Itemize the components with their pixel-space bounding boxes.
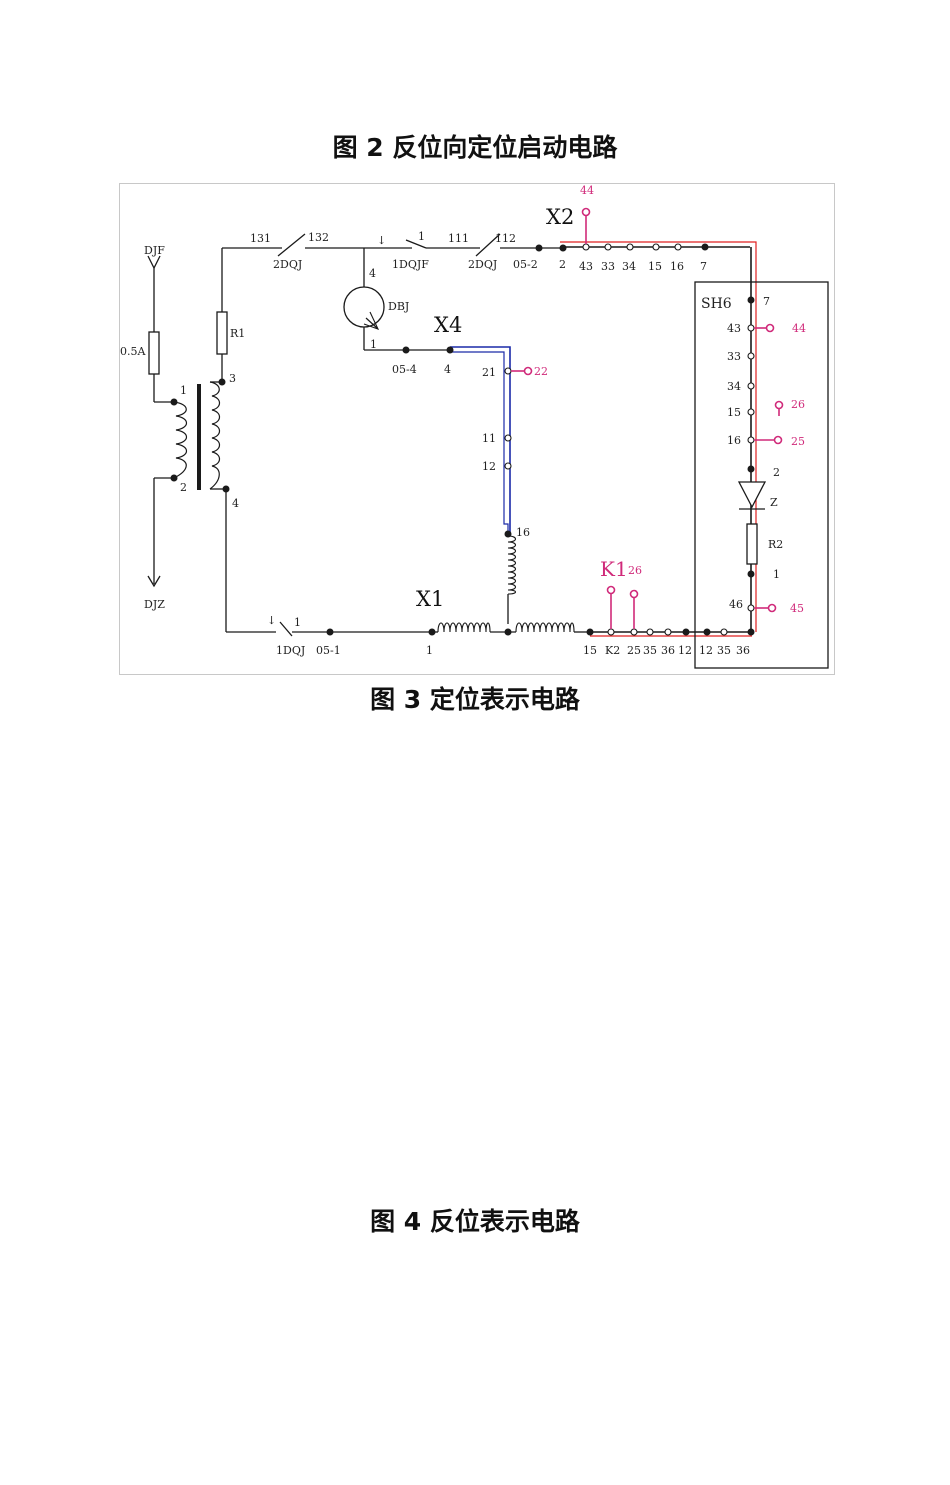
figure-2-caption: 图 2 反位向定位启动电路 (332, 133, 618, 162)
fuse (148, 331, 160, 375)
label-x2-16: 16 (670, 260, 684, 273)
label-r2: R2 (768, 538, 783, 551)
red-path-highlight (560, 241, 757, 637)
label-sh6-15: 15 (727, 406, 741, 419)
label-sh6-33: 33 (727, 350, 741, 363)
transformer (173, 381, 221, 490)
wires (147, 233, 590, 637)
label-132: 132 (308, 231, 329, 244)
label-2dqj-b: 2DQJ (468, 258, 497, 271)
label-x2-15: 15 (648, 260, 662, 273)
label-k1: K1 (600, 557, 628, 581)
terminals (170, 243, 755, 636)
label-dbj-1: 1 (370, 338, 377, 351)
label-tr-pin4: 4 (232, 497, 239, 510)
label-b-12b: 12 (699, 644, 713, 657)
resistor-r1 (216, 311, 228, 355)
circuit-svg: DJF DJZ 0.5A R1 1 2 3 4 131 132 2DQJ ↓ 1… (120, 184, 829, 669)
label-sh6-25: 25 (791, 435, 805, 448)
label-111: 111 (448, 232, 469, 245)
resistor-r2 (746, 523, 758, 565)
label-sh6-44: 44 (792, 322, 806, 335)
label-x2-44-top: 44 (580, 184, 594, 197)
djz-arrow-icon (147, 575, 161, 588)
label-112: 112 (495, 232, 516, 245)
label-b-35: 35 (643, 644, 657, 657)
label-x4-16: 16 (516, 526, 530, 539)
label-x2-33: 33 (601, 260, 615, 273)
x4-path-highlight (450, 346, 511, 536)
pink-test-terminals (511, 207, 784, 629)
label-x4-11: 11 (482, 432, 496, 445)
label-b-35b: 35 (717, 644, 731, 657)
label-sh6: SH6 (701, 296, 732, 312)
label-sh6-7: 7 (763, 295, 770, 308)
label-sh6-46: 46 (729, 598, 743, 611)
label-dbj: DBJ (388, 300, 409, 313)
djf-arrow-icon (147, 255, 161, 270)
figure-3-caption: 图 3 定位表示电路 (370, 685, 580, 714)
label-djz: DJZ (144, 598, 165, 611)
label-fuse: 0.5A (120, 345, 146, 358)
label-b-36b: 36 (736, 644, 750, 657)
label-sh6-2: 2 (773, 466, 780, 479)
label-05-1: 05-1 (316, 644, 341, 657)
label-tr-pin2: 2 (180, 481, 187, 494)
arrow-down-icon: ↓ (377, 234, 386, 247)
label-x4-22: 22 (534, 365, 548, 378)
label-tr-pin1: 1 (180, 384, 187, 397)
label-x1-1: 1 (426, 644, 433, 657)
label-x4-4: 4 (444, 363, 451, 376)
dbj-relay (343, 286, 385, 328)
label-b-15: 15 (583, 644, 597, 657)
label-1dqjf: 1DQJF (392, 258, 429, 271)
x1-motor-coils (437, 535, 575, 633)
diode-z (737, 481, 767, 510)
label-1dqj-pin: 1 (294, 616, 301, 629)
label-1dqjf-pin: 1 (418, 230, 425, 243)
label-x2: X2 (546, 205, 574, 229)
labels: DJF DJZ 0.5A R1 1 2 3 4 131 132 2DQJ ↓ 1… (120, 184, 806, 657)
label-x2-7: 7 (700, 260, 707, 273)
label-b-12a: 12 (678, 644, 692, 657)
label-2dqj-a: 2DQJ (273, 258, 302, 271)
label-b-k2: K2 (605, 644, 620, 657)
label-sh6-16: 16 (727, 434, 741, 447)
label-1dqj: 1DQJ (276, 644, 305, 657)
label-x4-21: 21 (482, 366, 496, 379)
sh6-box (694, 281, 829, 669)
label-131: 131 (250, 232, 271, 245)
label-sh6-26: 26 (791, 398, 805, 411)
figure-4-caption: 图 4 反位表示电路 (370, 1207, 580, 1236)
indication-circuit-diagram: DJF DJZ 0.5A R1 1 2 3 4 131 132 2DQJ ↓ 1… (119, 183, 835, 675)
label-sh6-1: 1 (773, 568, 780, 581)
label-05-2: 05-2 (513, 258, 538, 271)
label-djf: DJF (144, 244, 165, 257)
label-dbj-4: 4 (369, 267, 376, 280)
label-tr-pin3: 3 (229, 372, 236, 385)
label-b-25: 25 (627, 644, 641, 657)
label-x1: X1 (416, 587, 444, 611)
label-sh6-43: 43 (727, 322, 741, 335)
label-diode-z: Z (770, 496, 778, 509)
label-r1: R1 (230, 327, 245, 340)
label-x2-34: 34 (622, 260, 636, 273)
label-x2-2: 2 (559, 258, 566, 271)
label-05-4: 05-4 (392, 363, 417, 376)
arrow-down-icon: ↓ (267, 614, 276, 627)
label-x4: X4 (434, 313, 462, 337)
label-b-36: 36 (661, 644, 675, 657)
label-k1-26: 26 (628, 564, 642, 577)
label-sh6-34: 34 (727, 380, 741, 393)
label-x2-43: 43 (579, 260, 593, 273)
label-x4-12: 12 (482, 460, 496, 473)
label-sh6-45: 45 (790, 602, 804, 615)
